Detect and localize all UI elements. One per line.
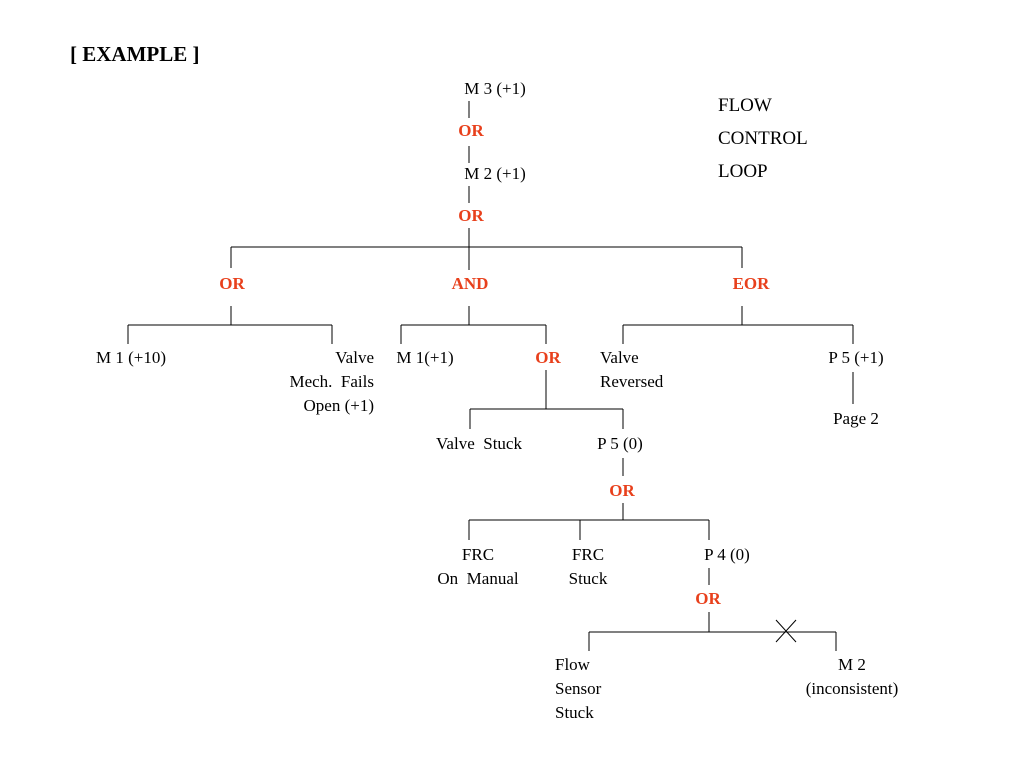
- gate-or-top1: OR: [458, 121, 484, 140]
- node-m1-1: M 1(+1): [396, 348, 454, 367]
- node-p5-0: P 5 (0): [597, 434, 643, 453]
- node-p4-0: P 4 (0): [704, 545, 750, 564]
- side-note-flow: FLOW: [718, 95, 772, 116]
- node-valve-stuck: Valve Stuck: [436, 434, 522, 453]
- node-frc-stuck: FRC Stuck: [568, 545, 608, 588]
- page-title: [ EXAMPLE ]: [70, 42, 200, 66]
- node-page-2: Page 2: [833, 409, 879, 428]
- node-m3: M 3 (+1): [464, 79, 526, 98]
- gate-and: AND: [451, 274, 489, 293]
- gate-or-p4: OR: [695, 589, 721, 608]
- node-m2-inconsistent: M 2 (inconsistent): [805, 655, 899, 698]
- node-m2: M 2 (+1): [464, 164, 526, 183]
- gate-or-and: OR: [535, 348, 561, 367]
- node-valve-mech-fails: Valve Mech. Fails Open (+1): [289, 348, 374, 415]
- node-p5-1: P 5 (+1): [828, 348, 884, 367]
- node-flow-sensor-stuck: Flow Sensor Stuck: [555, 655, 602, 722]
- node-valve-reversed: Valve Reversed: [600, 348, 664, 391]
- gate-or-top2: OR: [458, 206, 484, 225]
- gate-or-p5: OR: [609, 481, 635, 500]
- cross-mark-b: [775, 619, 797, 643]
- node-frc-on-manual: FRC On Manual: [437, 545, 519, 588]
- gate-eor: EOR: [732, 274, 770, 293]
- gate-or-left: OR: [219, 274, 245, 293]
- node-m1-10: M 1 (+10): [95, 348, 167, 367]
- side-note-loop: LOOP: [718, 161, 768, 182]
- side-note-control: CONTROL: [718, 128, 808, 149]
